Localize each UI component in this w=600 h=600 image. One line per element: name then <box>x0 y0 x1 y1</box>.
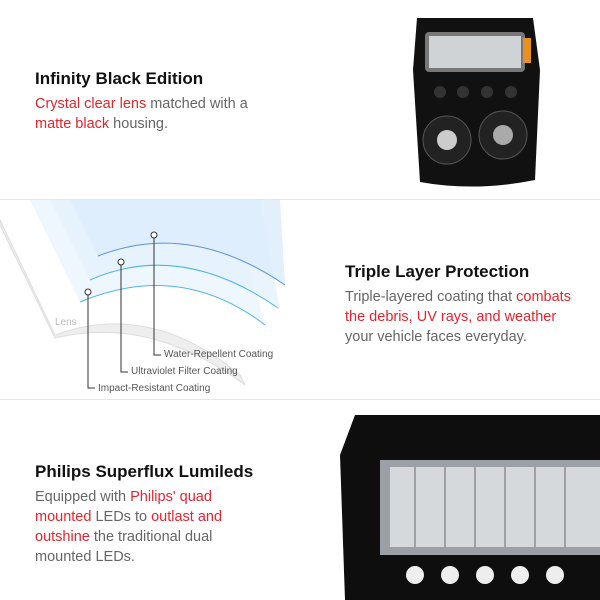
headlight-image <box>413 18 540 187</box>
uv-filter-label: Ultraviolet Filter Coating <box>131 366 238 377</box>
feature-description: Equipped with Philips' quad mounted LEDs… <box>35 487 270 567</box>
feature-infinity-black: Infinity Black Edition Crystal clear len… <box>0 0 600 200</box>
body-text: the traditional dual mounted LEDs. <box>35 529 213 565</box>
body-text: your vehicle faces everyday. <box>345 329 527 345</box>
body-text: Triple-layered coating that <box>345 289 517 305</box>
feature-title: Philips Superflux Lumileds <box>35 462 254 481</box>
body-text: matched with a <box>146 96 248 112</box>
body-text: housing. <box>109 116 169 132</box>
highlight-text: Philips' quad mounted <box>35 489 212 525</box>
lens-label: Lens <box>55 317 77 328</box>
body-text: Equipped with <box>35 489 131 505</box>
feature-description: Crystal clear lens matched with a matte … <box>35 94 255 134</box>
highlight-text: matte black <box>35 116 110 132</box>
highlight-text: combats the debris, UV rays, and weather <box>345 289 571 325</box>
feature-title: Triple Layer Protection <box>345 262 530 281</box>
highlight-text: outlast and outshine <box>35 509 223 545</box>
feature-philips-led: Philips Superflux Lumileds Equipped with… <box>0 400 600 600</box>
feature-description: Triple-layered coating that combats the … <box>345 287 575 347</box>
coating-diagram <box>0 200 286 389</box>
highlight-text: Crystal clear lens <box>35 96 147 112</box>
feature-title: Infinity Black Edition <box>35 69 204 88</box>
impact-resistant-label: Impact-Resistant Coating <box>98 383 211 394</box>
feature-triple-layer: Lens Water-Repellent Coating Ultraviolet… <box>0 200 600 400</box>
body-text: LEDs to <box>91 509 152 525</box>
headlight-closeup-image <box>340 415 600 600</box>
water-repellent-label: Water-Repellent Coating <box>164 349 274 360</box>
